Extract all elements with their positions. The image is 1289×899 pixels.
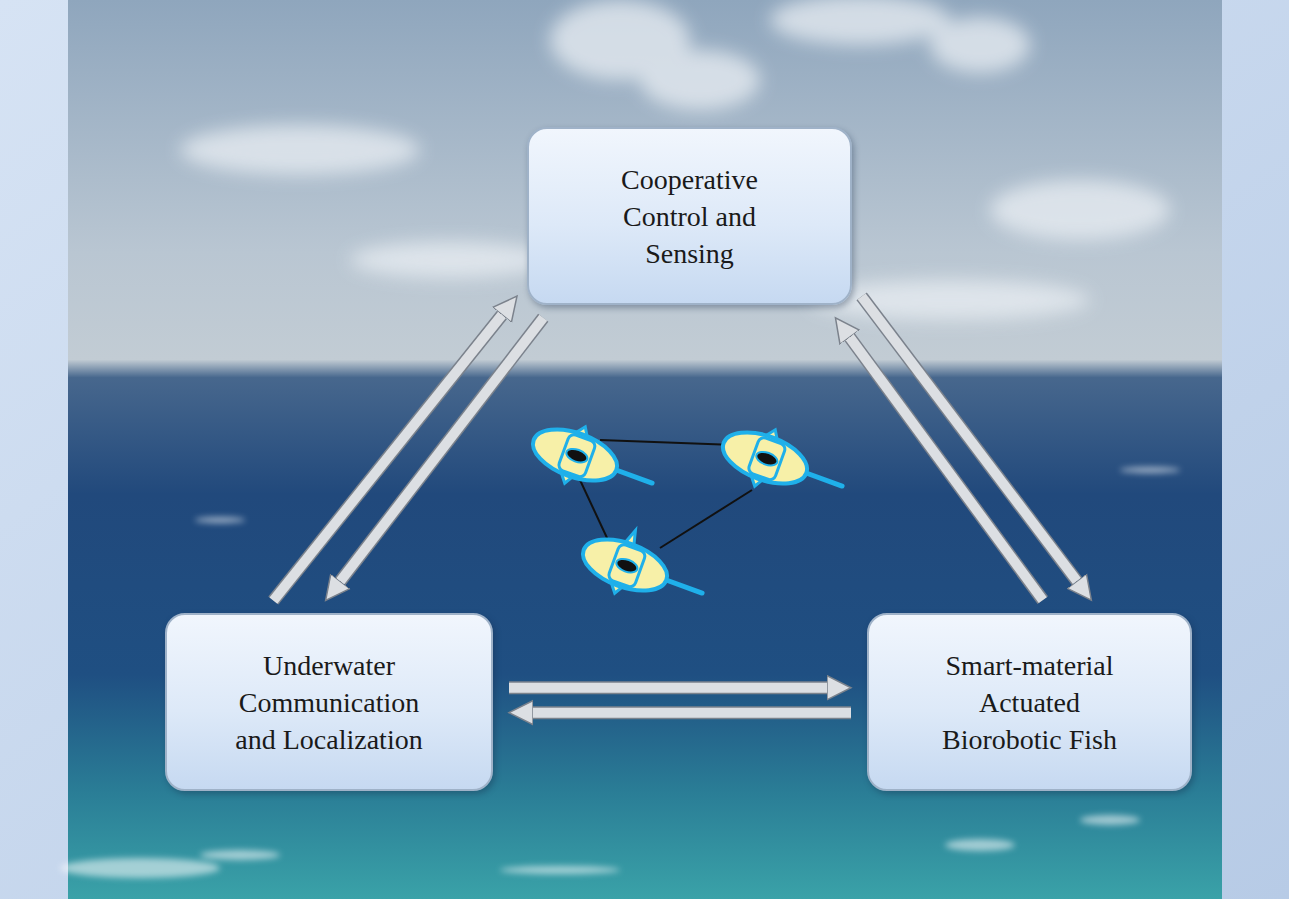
arrow-connector: [509, 687, 827, 688]
arrow-connector: [533, 712, 851, 713]
arrow-outline: [850, 337, 1043, 600]
box-label: Underwater Communication and Localizatio…: [218, 647, 440, 758]
arrow-shaft: [509, 683, 827, 693]
box-label: Cooperative Control and Sensing: [579, 161, 801, 272]
arrow-outline: [509, 681, 827, 694]
arrow-shaft: [533, 708, 851, 718]
box-label: Smart-material Actuated Biorobotic Fish: [919, 647, 1141, 758]
robotic-fish: [523, 412, 662, 511]
arrow-shaft: [850, 337, 1043, 600]
robotic-fish: [713, 415, 852, 514]
process-box: Cooperative Control and Sensing: [527, 127, 852, 305]
foam: [60, 467, 1180, 878]
arrow-shaft: [340, 318, 543, 582]
robotic-fish: [573, 516, 714, 621]
arrow-outline: [273, 315, 502, 601]
arrow-outline: [862, 296, 1077, 581]
arrow-shaft: [862, 296, 1077, 581]
arrow-outline: [340, 318, 543, 582]
arrow-connector: [273, 315, 502, 601]
clouds: [180, 0, 1170, 320]
arrow-connector: [862, 296, 1077, 581]
arrow-shaft: [273, 315, 502, 601]
arrow-connector: [850, 337, 1043, 600]
process-box: Underwater Communication and Localizatio…: [165, 613, 493, 791]
process-box: Smart-material Actuated Biorobotic Fish: [867, 613, 1192, 791]
ocean-photo: [68, 0, 1222, 899]
arrow-connector: [340, 318, 543, 582]
arrow-outline: [533, 706, 851, 719]
